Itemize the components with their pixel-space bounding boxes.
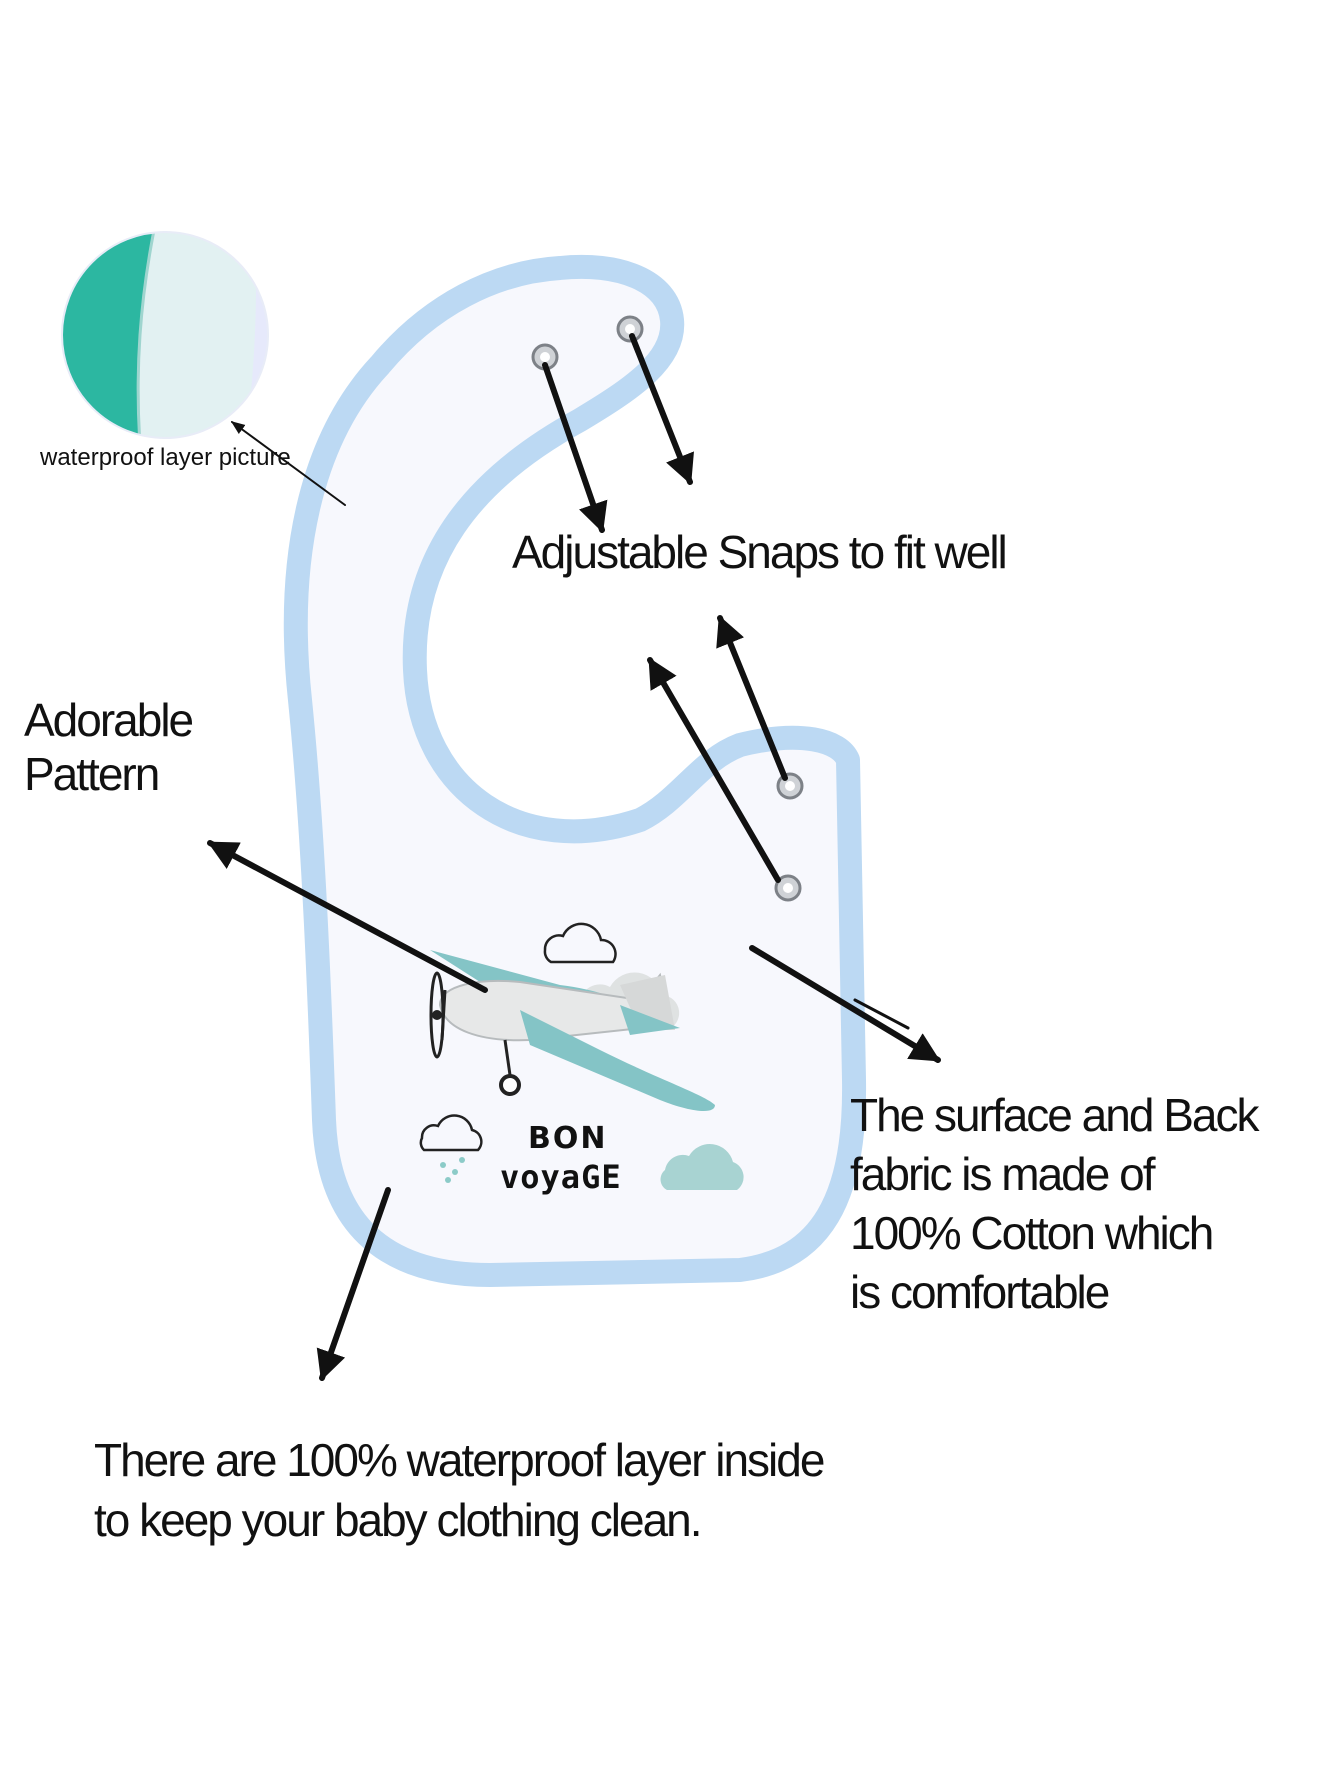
bib: [283, 254, 867, 1287]
waterproof-inside-callout: There are 100% waterproof layer inside t…: [94, 1430, 825, 1550]
waterproof-picture-caption: waterproof layer picture: [40, 444, 291, 471]
print-voyage: voyaGE: [500, 1158, 622, 1196]
fabric-callout-line: The surface and Back: [850, 1089, 1259, 1141]
print-bon: BON: [528, 1121, 607, 1156]
fabric-callout-line: is comfortable: [850, 1266, 1110, 1318]
annotation-arrows: [207, 333, 941, 1381]
airplane-icon: [429, 950, 715, 1112]
fabric-callout-line: 100% Cotton which: [850, 1207, 1214, 1259]
fabric-callout-line: fabric is made of: [850, 1148, 1155, 1200]
pattern-callout-line: Adorable: [24, 694, 194, 746]
waterproof-layer-detail: [62, 232, 268, 438]
pattern-callout: Adorable Pattern: [24, 693, 194, 801]
snaps-callout: Adjustable Snaps to fit well: [512, 526, 1008, 578]
pattern-callout-line: Pattern: [24, 748, 160, 800]
detail-circle-border: [61, 231, 269, 439]
waterproof-inside-line: There are 100% waterproof layer inside: [94, 1434, 825, 1486]
fabric-callout: The surface and Back fabric is made of 1…: [850, 1086, 1259, 1322]
waterproof-inside-line: to keep your baby clothing clean.: [94, 1494, 703, 1546]
